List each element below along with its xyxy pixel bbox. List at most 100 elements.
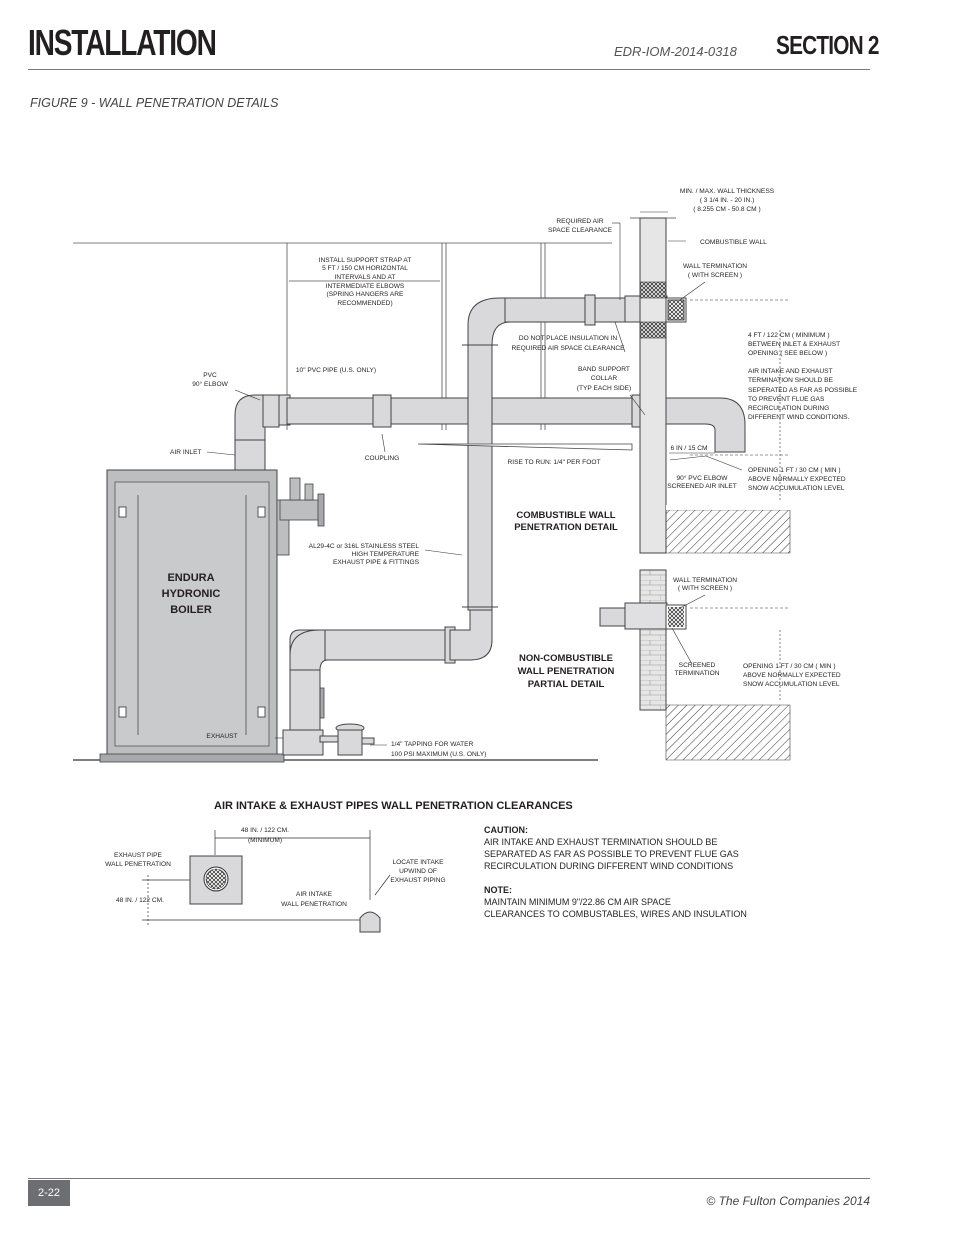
label-combustible-detail: COMBUSTIBLE WALL <box>516 510 615 521</box>
label-strap-2: 5 FT / 150 CM HORIZONTAL <box>322 265 408 272</box>
wall-penetration-diagram: MIN. / MAX. WALL THICKNESS ( 3 1/4 IN. -… <box>73 188 858 763</box>
label-no-insulation: DO NOT PLACE INSULATION IN <box>519 335 618 342</box>
label-pvc-elbow: 90° ELBOW <box>192 380 228 388</box>
label-separate-4: TO PREVENT FLUE GAS <box>748 396 825 403</box>
label-combustible-wall: COMBUSTIBLE WALL <box>700 239 767 246</box>
label-stainless-2: HIGH TEMPERATURE <box>351 551 419 558</box>
label-wall-term-2b: ( WITH SCREEN ) <box>678 585 732 592</box>
label-noncombustible-3: PARTIAL DETAIL <box>528 679 605 690</box>
label-required-air-2: SPACE CLEARANCE <box>548 227 613 234</box>
label-separate-5: RECIRCULATION DURING <box>748 405 829 412</box>
condensate-fitting <box>282 723 375 756</box>
non-combustible-wall <box>599 569 791 761</box>
label-dim-min: (MINIMUM) <box>248 837 282 844</box>
label-exhaust-pen-2: WALL PENETRATION <box>105 861 171 868</box>
label-band-collar: COLLAR <box>591 375 618 382</box>
label-opening-1ft: OPENING 1 FT / 30 CM ( MIN ) <box>748 467 841 474</box>
clearances-title: AIR INTAKE & EXHAUST PIPES WALL PENETRAT… <box>214 800 573 812</box>
note-block: NOTE: MAINTAIN MINIMUM 9"/22.86 CM AIR S… <box>484 884 747 920</box>
label-90-pvc-elbow: 90° PVC ELBOW <box>676 474 728 482</box>
footer-rule <box>28 1178 870 1179</box>
figure-caption: FIGURE 9 - WALL PENETRATION DETAILS <box>30 96 279 110</box>
label-opening-1ft-b: OPENING 1 FT / 30 CM ( MIN ) <box>743 663 836 670</box>
label-screened-inlet: SCREENED AIR INLET <box>667 483 737 490</box>
caution-line-1: AIR INTAKE AND EXHAUST TERMINATION SHOUL… <box>484 837 718 847</box>
exhaust-pipe <box>289 294 687 736</box>
label-upwind: UPWIND OF <box>399 868 437 875</box>
label-vert-dim: 48 IN. / 122 CM. <box>116 897 164 904</box>
label-strap-4: INTERMEDIATE ELBOWS <box>326 283 405 290</box>
note-line-1: MAINTAIN MINIMUM 9"/22.86 CM AIR SPACE <box>484 897 671 907</box>
label-tapping-1: 1/4" TAPPING FOR WATER <box>391 741 474 748</box>
combustible-wall <box>630 217 791 554</box>
label-noncombustible-1: NON-COMBUSTIBLE <box>519 653 613 664</box>
label-air-inlet: AIR INLET <box>170 449 202 456</box>
label-min-4ft-2: BETWEEN INLET & EXHAUST <box>748 341 840 348</box>
label-noncombustible-2: WALL PENETRATION <box>518 666 615 677</box>
label-exhaust-pen: EXHAUST PIPE <box>114 852 162 859</box>
note-heading: NOTE: <box>484 885 512 895</box>
label-min-4ft-3: OPENING ( SEE BELOW ) <box>748 350 827 357</box>
label-wall-termination: WALL TERMINATION <box>683 263 747 270</box>
label-min-4ft: 4 FT / 122 CM ( MINIMUM ) <box>748 332 830 339</box>
note-line-2: CLEARANCES TO COMBUSTABLES, WIRES AND IN… <box>484 909 747 919</box>
caution-line-3: RECIRCULATION DURING DIFFERENT WIND COND… <box>484 861 734 871</box>
leader-lines <box>206 211 790 746</box>
label-band-typ: (TYP EACH SIDE) <box>577 385 631 392</box>
caution-line-2: SEPARATED AS FAR AS POSSIBLE TO PREVENT … <box>484 849 739 859</box>
label-strap-6: RECOMMENDED) <box>337 300 392 307</box>
label-boiler-2: HYDRONIC <box>162 588 221 600</box>
label-strap-1: INSTALL SUPPORT STRAP AT <box>319 257 412 264</box>
intake-penetration <box>359 911 381 933</box>
slope-indicator <box>417 443 633 451</box>
label-pvc-pipe: 10" PVC PIPE (U.S. ONLY) <box>296 367 376 374</box>
label-rise-to-run: RISE TO RUN: 1/4" PER FOOT <box>508 459 601 466</box>
label-separate-3: SEPERATED AS FAR AS POSSIBLE <box>748 387 858 394</box>
label-coupling: COUPLING <box>365 455 399 462</box>
page-title: INSTALLATION <box>28 22 217 63</box>
copyright: © The Fulton Companies 2014 <box>706 1194 870 1208</box>
page-number: 2-22 <box>28 1180 70 1206</box>
label-stainless-3: EXHAUST PIPE & FITTINGS <box>333 559 420 566</box>
label-no-insulation-2: REQUIRED AIR SPACE CLEARANCE <box>511 345 625 352</box>
label-wall-thickness-cm: ( 8.255 CM - 50.8 CM ) <box>693 206 760 213</box>
label-tapping-2: 100 PSI MAXIMUM (U.S. ONLY) <box>391 751 487 758</box>
label-opening-1ft-3: SNOW ACCUMULATION LEVEL <box>748 485 845 492</box>
label-air-intake-2: WALL PENETRATION <box>281 901 347 908</box>
label-opening-1ft-2: ABOVE NORMALLY EXPECTED <box>748 476 846 483</box>
label-locate-intake: LOCATE INTAKE <box>392 859 444 866</box>
label-air-intake: AIR INTAKE <box>296 891 333 898</box>
label-screened: SCREENED <box>679 662 716 669</box>
clearances-diagram: 48 IN. / 122 CM. (MINIMUM) EXHAUST PIPE … <box>105 827 446 933</box>
label-strap-3: INTERVALS AND AT <box>335 274 396 281</box>
label-stainless-1: AL29-4C or 316L STAINLESS STEEL <box>309 543 420 550</box>
label-wall-thickness: MIN. / MAX. WALL THICKNESS <box>680 188 775 195</box>
label-separate-2: TERMINATION SHOULD BE <box>748 377 833 384</box>
label-boiler-1: ENDURA <box>167 572 214 584</box>
air-inlet-pipe <box>234 394 746 471</box>
label-wall-thickness-in: ( 3 1/4 IN. - 20 IN.) <box>700 197 755 204</box>
boiler <box>99 469 325 763</box>
section-label: SECTION 2 <box>776 30 879 60</box>
label-opening-1ft-b2: ABOVE NORMALLY EXPECTED <box>743 672 841 679</box>
label-exhaust-piping: EXHAUST PIPING <box>390 877 445 884</box>
label-pvc: PVC <box>203 372 217 379</box>
label-wall-termination-2: ( WITH SCREEN ) <box>688 272 742 279</box>
label-boiler-3: BOILER <box>170 604 212 616</box>
label-six-in: 6 IN / 15 CM <box>670 445 707 452</box>
label-separate-1: AIR INTAKE AND EXHAUST <box>748 368 833 375</box>
label-dim-48: 48 IN. / 122 CM. <box>241 827 289 834</box>
label-required-air: REQUIRED AIR <box>556 218 604 225</box>
label-wall-term-2: WALL TERMINATION <box>673 577 737 584</box>
label-band-support: BAND SUPPORT <box>578 366 630 373</box>
header-rule <box>28 69 870 70</box>
label-strap-5: (SPRING HANGERS ARE <box>327 291 405 298</box>
label-exhaust: EXHAUST <box>206 733 237 740</box>
document-number: EDR-IOM-2014-0318 <box>614 44 737 59</box>
label-separate-6: DIFFERENT WIND CONDITIONS. <box>748 414 850 421</box>
label-combustible-detail-2: PENETRATION DETAIL <box>514 522 618 533</box>
label-opening-1ft-b3: SNOW ACCUMULATION LEVEL <box>743 681 840 688</box>
caution-heading: CAUTION: <box>484 825 528 835</box>
caution-block: CAUTION: AIR INTAKE AND EXHAUST TERMINAT… <box>484 824 739 872</box>
label-screened-term: TERMINATION <box>675 670 720 677</box>
